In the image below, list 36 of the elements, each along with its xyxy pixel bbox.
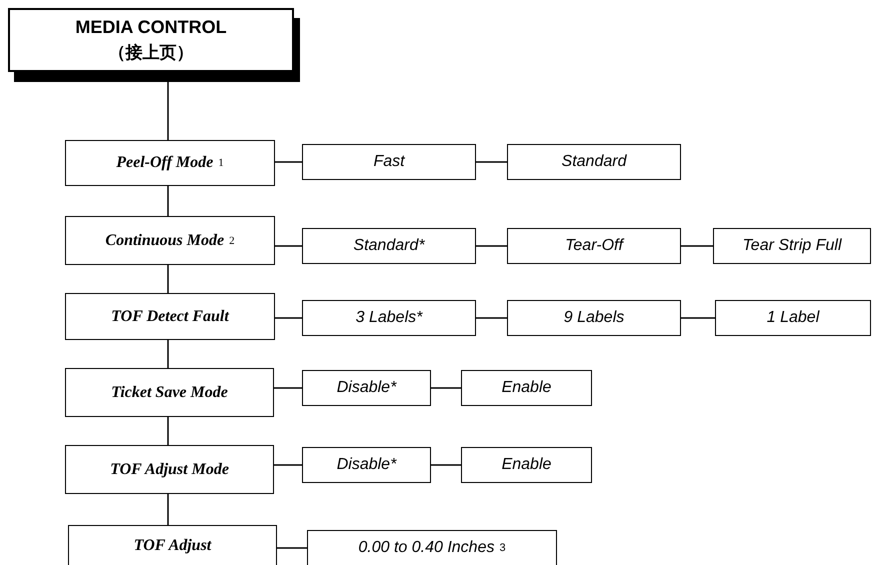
connector-line — [681, 245, 713, 247]
option-box: Standard* — [302, 228, 476, 264]
option-box: Tear-Off — [507, 228, 681, 264]
connector-line — [431, 464, 461, 466]
title-text: MEDIA CONTROL — [75, 16, 227, 39]
connector-line — [275, 317, 302, 319]
connector-line — [476, 245, 507, 247]
option-box: Disable* — [302, 447, 431, 483]
option-box: 9 Labels — [507, 300, 681, 336]
connector-line — [167, 494, 169, 525]
connector-line — [681, 317, 715, 319]
connector-line — [476, 161, 507, 163]
menu-box: TOF Adjust — [68, 525, 277, 565]
connector-line — [167, 186, 169, 216]
option-box: Disable* — [302, 370, 431, 406]
subtitle-text: （接上页） — [108, 42, 194, 65]
option-box: Enable — [461, 447, 592, 483]
connector-line — [431, 387, 461, 389]
menu-box: TOF Adjust Mode — [65, 445, 274, 494]
connector-line — [167, 417, 169, 445]
connector-line — [277, 547, 307, 549]
connector-line — [167, 340, 169, 368]
connector-line — [274, 387, 302, 389]
option-box: 3 Labels* — [302, 300, 476, 336]
menu-box: Ticket Save Mode — [65, 368, 274, 417]
connector-line — [275, 161, 302, 163]
connector-line — [476, 317, 507, 319]
connector-line — [274, 464, 302, 466]
option-box: Fast — [302, 144, 476, 180]
option-box: Standard — [507, 144, 681, 180]
option-box: Tear Strip Full — [713, 228, 871, 264]
option-box: Enable — [461, 370, 592, 406]
connector-line — [275, 245, 302, 247]
connector-line — [167, 265, 169, 293]
menu-box: TOF Detect Fault — [65, 293, 275, 340]
option-box: 1 Label — [715, 300, 871, 336]
